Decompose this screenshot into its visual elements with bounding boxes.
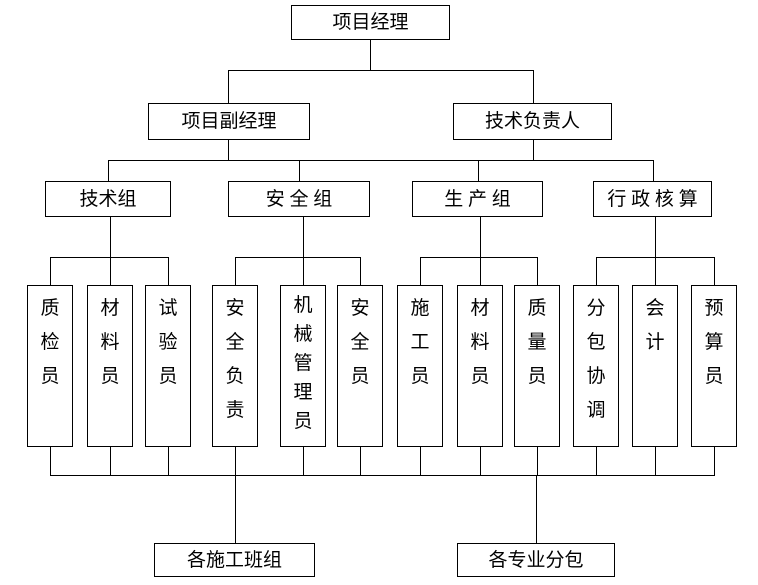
node-test-clerk: 试验员	[145, 285, 191, 447]
connector-line	[360, 257, 361, 285]
connector-line	[480, 217, 481, 285]
connector-line	[50, 447, 51, 475]
node-safety-lead: 安全负责	[212, 285, 258, 447]
node-project-manager: 项目经理	[291, 5, 450, 40]
connector-line	[714, 447, 715, 475]
node-label: 质量员	[527, 298, 547, 387]
connector-line	[420, 257, 421, 285]
connector-line	[235, 475, 236, 543]
connector-line	[596, 257, 597, 285]
node-deputy-project-manager: 项目副经理	[148, 103, 310, 140]
node-label: 分包协调	[586, 298, 606, 421]
connector-line	[50, 475, 715, 476]
node-construction-officer: 施工员	[397, 285, 443, 447]
connector-line	[596, 257, 715, 258]
connector-line	[533, 70, 534, 103]
connector-line	[420, 447, 421, 475]
connector-line	[303, 217, 304, 285]
connector-line	[299, 160, 300, 181]
connector-line	[303, 447, 304, 475]
connector-line	[537, 447, 538, 475]
node-label: 试验员	[158, 298, 178, 387]
connector-line	[168, 257, 169, 285]
connector-line	[108, 160, 654, 161]
connector-line	[228, 70, 229, 103]
node-technical-director: 技术负责人	[453, 103, 612, 140]
connector-line	[653, 160, 654, 181]
node-quality-inspector: 质检员	[27, 285, 73, 447]
connector-line	[370, 40, 371, 70]
node-label: 质检员	[40, 298, 60, 387]
node-quality-officer: 质量员	[514, 285, 560, 447]
node-technical-group: 技术组	[45, 181, 171, 217]
connector-line	[420, 257, 538, 258]
node-label: 会计	[645, 298, 665, 353]
connector-line	[235, 257, 361, 258]
connector-line	[478, 160, 479, 181]
connector-line	[714, 257, 715, 285]
connector-line	[596, 447, 597, 475]
node-label: 安全员	[350, 298, 370, 387]
connector-line	[480, 447, 481, 475]
node-materials-clerk-tech: 材料员	[87, 285, 133, 447]
node-accountant: 会计	[632, 285, 678, 447]
connector-line	[533, 140, 534, 160]
node-budget-officer: 预算员	[691, 285, 737, 447]
node-materials-clerk-production: 材料员	[457, 285, 503, 447]
connector-line	[110, 447, 111, 475]
connector-line	[228, 70, 534, 71]
node-label: 施工员	[410, 298, 430, 387]
connector-line	[360, 447, 361, 475]
node-label: 预算员	[704, 298, 724, 387]
connector-line	[655, 217, 656, 285]
connector-line	[235, 447, 236, 475]
connector-line	[168, 447, 169, 475]
node-machinery-manager: 机械管理员	[280, 285, 326, 447]
connector-line	[655, 447, 656, 475]
connector-line	[235, 257, 236, 285]
node-admin-accounting-group: 行 政 核 算	[593, 181, 712, 217]
node-production-group: 生 产 组	[412, 181, 543, 217]
node-safety-officer: 安全员	[337, 285, 383, 447]
node-label: 机械管理员	[293, 295, 313, 432]
node-specialty-subcontractors: 各专业分包	[457, 543, 615, 577]
connector-line	[537, 257, 538, 285]
connector-line	[50, 257, 169, 258]
connector-line	[108, 160, 109, 181]
node-safety-group: 安 全 组	[228, 181, 370, 217]
connector-line	[228, 140, 229, 160]
node-label: 材料员	[470, 298, 490, 387]
node-construction-teams: 各施工班组	[154, 543, 315, 577]
connector-line	[110, 217, 111, 285]
connector-line	[50, 257, 51, 285]
connector-line	[536, 475, 537, 543]
node-label: 安全负责	[225, 298, 245, 421]
node-subcontract-coordinator: 分包协调	[573, 285, 619, 447]
node-label: 材料员	[100, 298, 120, 387]
